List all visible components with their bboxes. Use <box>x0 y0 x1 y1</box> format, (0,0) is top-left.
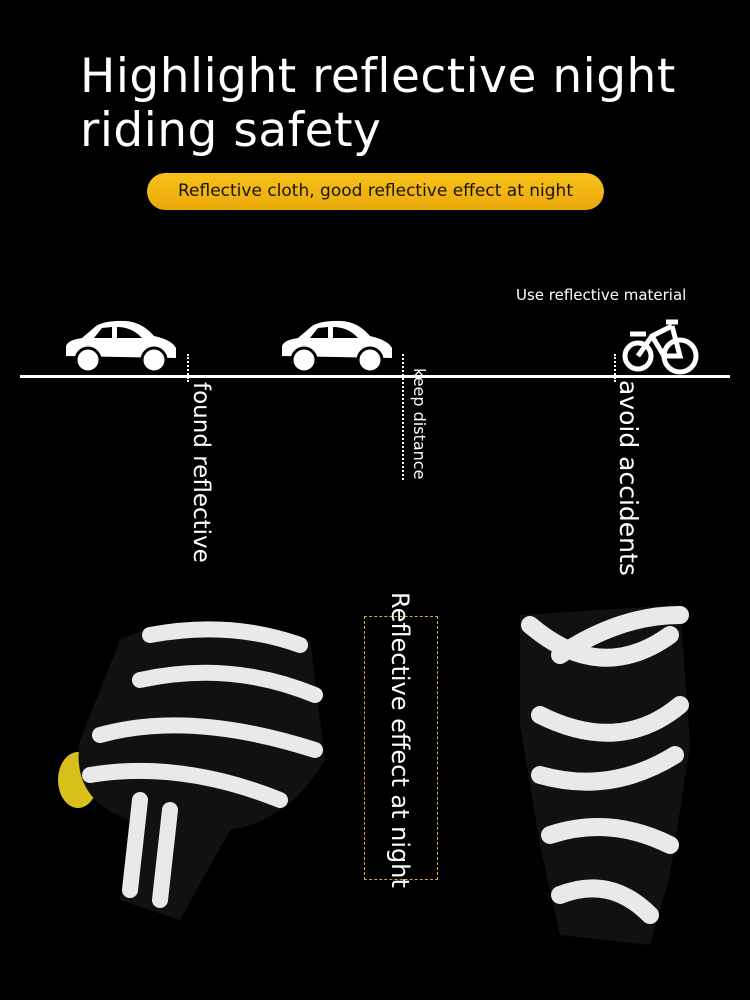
bicycle-icon <box>622 319 699 375</box>
found-reflective-label: found reflective <box>188 382 214 563</box>
feature-badge: Reflective cloth, good reflective effect… <box>147 173 604 210</box>
marker-line <box>402 354 404 480</box>
car-icon <box>282 320 392 374</box>
marker-line <box>187 354 189 382</box>
effect-label: Reflective effect at night <box>386 592 414 888</box>
car-icon <box>66 320 176 374</box>
avoid-accidents-label: avoid accidents <box>614 380 643 576</box>
reflective-glove-right <box>520 605 690 945</box>
keep-distance-label: keep distance <box>410 368 429 480</box>
material-label: Use reflective material <box>516 286 687 304</box>
reflective-glove-left <box>58 621 325 920</box>
effect-callout-box <box>364 616 438 880</box>
marker-line <box>614 354 616 382</box>
road-line <box>20 375 730 378</box>
page-title: Highlight reflective night riding safety <box>80 49 676 158</box>
